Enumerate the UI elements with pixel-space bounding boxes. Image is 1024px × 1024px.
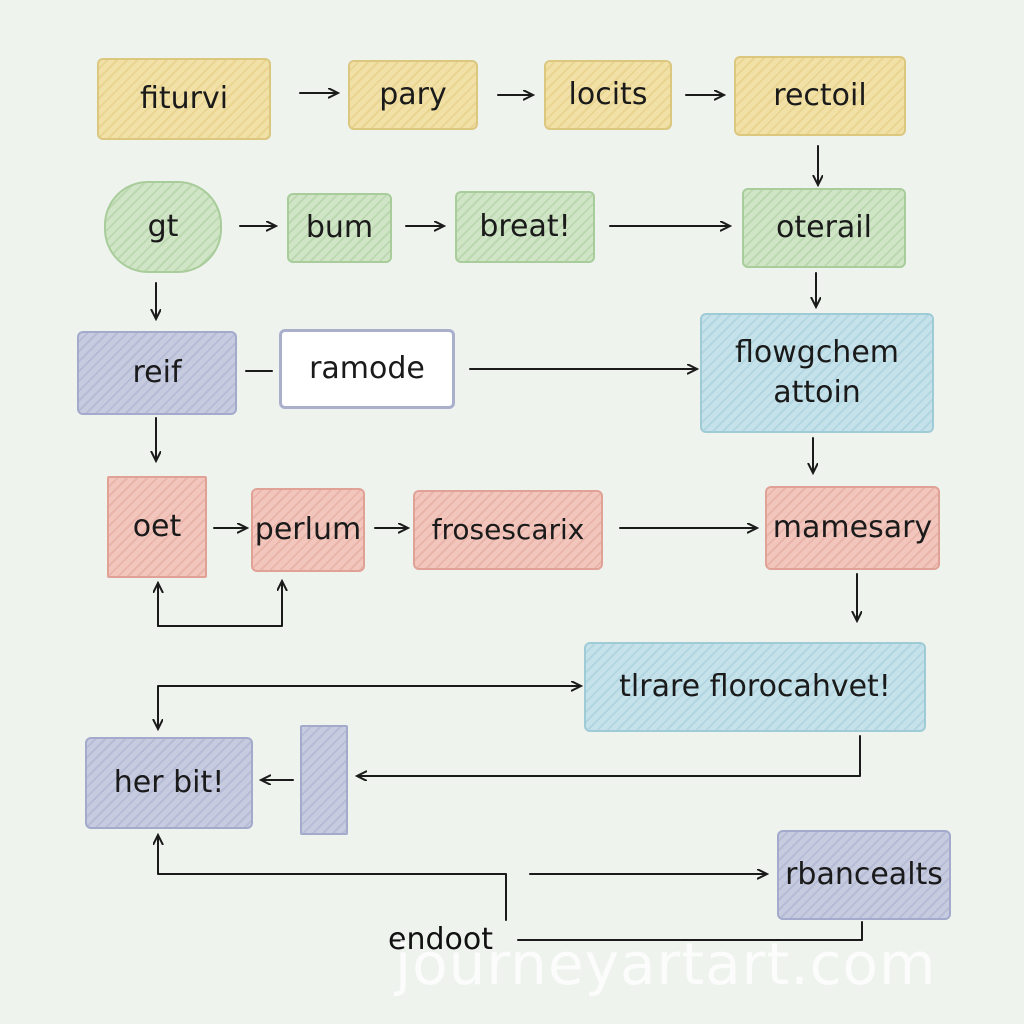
node-locits: locits [544,60,672,130]
node-rectoil: rectoil [734,56,906,136]
node-flowgchem-label-1: flowgchem [734,334,900,370]
node-mamesary-label: mamesary [772,509,933,545]
line-endoot-rbancealts [517,921,863,941]
node-fiturvi: fiturvi [97,58,271,140]
loop-bottom [157,582,282,627]
node-gt: gt [104,181,222,273]
arrow-up-herbit [158,836,507,921]
arrow-tlrare-return [358,735,861,776]
node-frosescarix: frosescarix [413,490,603,570]
node-perlum-label: perlum [254,511,362,547]
node-tlrare: tlrare florocahvet! [584,642,926,732]
node-oterail: oterail [742,188,906,268]
node-flowgchem: flowgchem attoin [700,313,934,433]
watermark: journeyartart.com [395,930,937,998]
node-bum: bum [287,193,392,263]
node-fiturvi-label: fiturvi [139,80,229,116]
node-perlum: perlum [251,488,365,572]
node-pary: pary [348,60,478,130]
node-oet: oet [107,476,207,578]
node-bum-label: bum [305,209,374,245]
node-rbancealts-label: rbancealts [785,856,943,892]
node-locits-label: locits [568,76,648,112]
node-mamesary: mamesary [765,486,940,570]
node-oterail-label: oterail [776,209,872,245]
node-rectoil-label: rectoil [773,77,867,113]
node-frosescarix-label: frosescarix [431,513,585,547]
node-endoot-label: endoot [388,922,493,957]
node-herbit: her bit! [85,737,253,829]
node-herbit-label: her bit! [113,764,225,800]
node-ramode: ramode [279,329,455,409]
node-rbancealts: rbancealts [777,830,951,920]
arrow-to-tlrare [157,686,580,729]
node-bar [300,725,348,835]
node-breat-label: breat! [479,208,571,244]
node-gt-label: gt [147,208,179,244]
node-pary-label: pary [379,76,447,112]
node-reif: reif [77,331,237,415]
node-ramode-label: ramode [309,350,425,386]
node-tlrare-label: tlrare florocahvet! [619,668,891,704]
node-oet-label: oet [132,508,182,544]
node-flowgchem-label-2: attoin [773,375,861,410]
node-breat: breat! [455,191,595,263]
node-reif-label: reif [132,354,182,390]
